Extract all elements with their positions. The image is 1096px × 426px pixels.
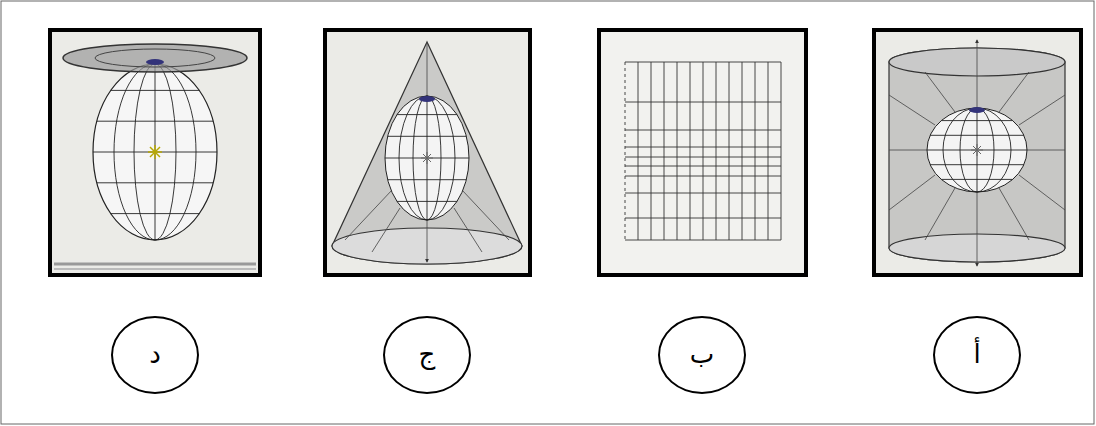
grid-projection: [599, 30, 806, 275]
panel-letter: د: [149, 339, 161, 370]
panel-letter: ج: [419, 339, 436, 370]
plane-projection: [50, 30, 260, 275]
cone-projection: [325, 30, 530, 275]
letter-circle: ج: [383, 316, 471, 394]
panel-letter: ب: [690, 339, 714, 370]
letter-circle: د: [111, 316, 199, 394]
cylinder-projection: [874, 30, 1081, 275]
letter-circle: ب: [658, 316, 746, 394]
panel-letter: أ: [973, 339, 980, 370]
letter-circle: أ: [933, 316, 1021, 394]
